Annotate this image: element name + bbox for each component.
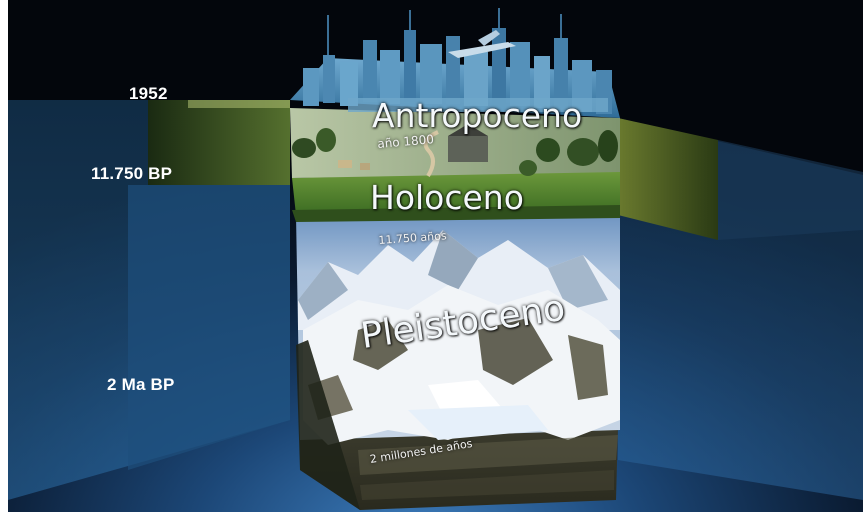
marker-pleistocene-start: 2 Ma BP	[107, 375, 175, 394]
video-frame: 1952 11.750 BP 2 Ma BP Antropoceno año 1…	[8, 0, 863, 512]
era-label-holocene: Holoceno	[370, 178, 524, 217]
cube-left-face	[296, 340, 360, 510]
right-wall	[618, 118, 863, 500]
stratigraphic-block	[290, 8, 620, 510]
holocene-layer	[292, 170, 620, 215]
marker-holocene-start: 11.750 BP	[91, 164, 173, 183]
geologic-block-scene	[8, 0, 863, 512]
right-band-anthropocene	[618, 118, 718, 240]
marker-1952: 1952	[129, 84, 168, 103]
era-label-anthropocene: Antropoceno	[372, 96, 583, 135]
left-wall	[8, 100, 290, 500]
left-wall-lower	[128, 185, 290, 470]
airplane	[448, 42, 516, 58]
city-skyline	[290, 8, 620, 118]
left-band-anthropocene	[148, 100, 290, 185]
trees	[292, 128, 618, 176]
